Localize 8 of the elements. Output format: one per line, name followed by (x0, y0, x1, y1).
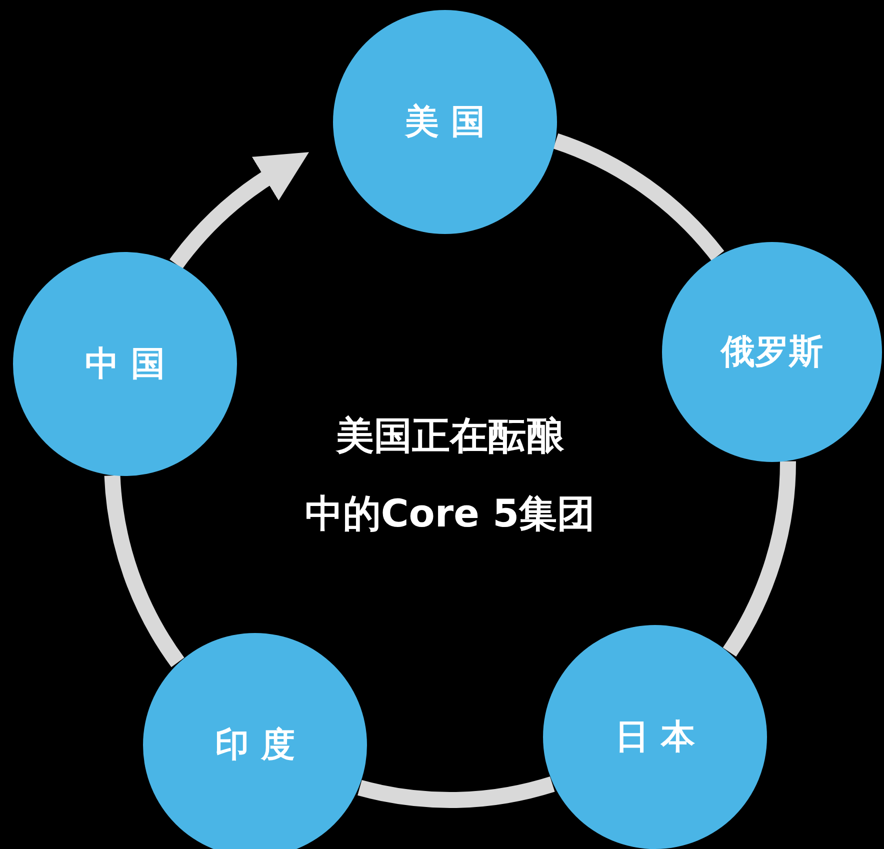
country-name: 俄罗斯 (721, 331, 823, 374)
ring-arrow (170, 150, 308, 270)
center-title: 中的Core 5集团 (304, 490, 596, 538)
country-name: 美 国 (405, 101, 485, 144)
country-name: 中 国 (85, 343, 165, 386)
country-name: 日 本 (615, 716, 695, 759)
country-name: 印 度 (215, 724, 295, 767)
center-title: 美国正在酝酿 (336, 412, 564, 460)
